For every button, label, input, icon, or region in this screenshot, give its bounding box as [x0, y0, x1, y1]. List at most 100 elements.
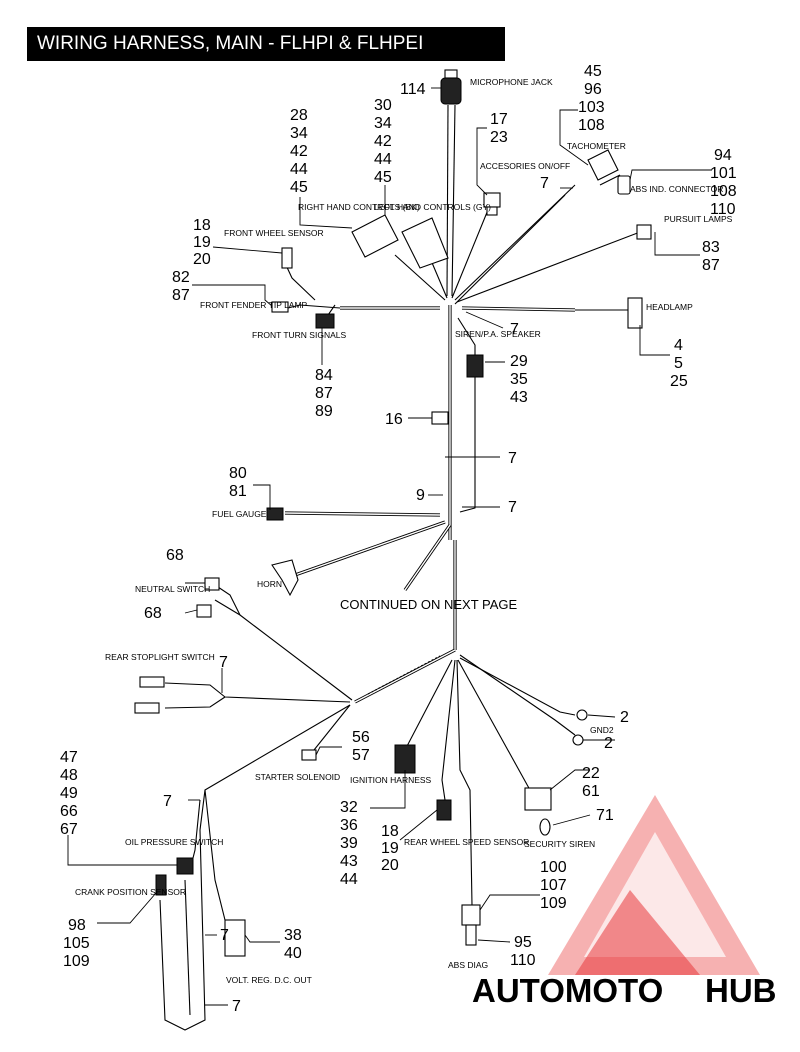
callout: 19 [193, 234, 211, 251]
callout: 108 [710, 183, 737, 200]
callout: 80 [229, 465, 247, 482]
callout: 18 [381, 823, 399, 840]
callout: 87 [315, 385, 333, 402]
callout: 32 [340, 799, 358, 816]
callout: 42 [374, 133, 392, 150]
pursuit-lamps-label: PURSUIT LAMPS [664, 214, 733, 224]
callout: 20 [193, 251, 211, 268]
diagram-title: WIRING HARNESS, MAIN - FLHPI & FLHPEI [27, 27, 505, 61]
callout: 43 [510, 389, 528, 406]
callout: 22 [582, 765, 600, 782]
callout: 66 [60, 803, 78, 820]
callout: 110 [510, 952, 536, 969]
tachometer-label: TACHOMETER [567, 141, 626, 151]
callout: 95 [514, 934, 532, 951]
upper-harness [279, 104, 641, 650]
callout: 96 [584, 81, 602, 98]
callout: 25 [670, 373, 688, 390]
callout: 45 [374, 169, 392, 186]
callout: 42 [290, 143, 308, 160]
callout: 45 [584, 63, 602, 80]
voltage-regulator-label: VOLT. REG. D.C. OUT [226, 975, 312, 985]
callout: 83 [702, 239, 720, 256]
ignition-harness-label: IGNITION HARNESS [350, 775, 432, 785]
callout: 67 [60, 821, 78, 838]
callout: 107 [540, 877, 567, 894]
callout: 68 [166, 547, 184, 564]
callout: 7 [220, 927, 229, 944]
front-wheel-sensor-label: FRONT WHEEL SENSOR [224, 228, 324, 238]
callout: 110 [710, 201, 736, 218]
callout: 101 [710, 165, 737, 182]
callout: 71 [596, 807, 614, 824]
callout: 28 [290, 107, 308, 124]
callout: 68 [144, 605, 162, 622]
callout: 20 [381, 857, 399, 874]
callout: 87 [172, 287, 190, 304]
callout: 84 [315, 367, 333, 384]
callout: 7 [510, 321, 519, 338]
callout: 109 [540, 895, 567, 912]
callout: 87 [702, 257, 720, 274]
callout: 5 [674, 355, 683, 372]
callout: 56 [352, 729, 370, 746]
neutral-switch-label: NEUTRAL SWITCH [135, 584, 210, 594]
callout: 7 [508, 499, 517, 516]
callout-numbers: 114 28 34 42 44 45 30 34 42 44 45 17 23 … [60, 63, 737, 1015]
callout: 38 [284, 927, 302, 944]
rear-stoplight-switch-label: REAR STOPLIGHT SWITCH [105, 652, 215, 662]
callout: 44 [340, 871, 358, 888]
logo-text-b: HUB [705, 972, 777, 1009]
callout: 105 [63, 935, 90, 952]
callout: 40 [284, 945, 302, 962]
abs-diag-label: ABS DIAG [448, 960, 488, 970]
logo-text-a: AUTOMOTO [472, 972, 663, 1009]
callout: 39 [340, 835, 358, 852]
callout: 48 [60, 767, 78, 784]
starter-solenoid-label: STARTER SOLENOID [255, 772, 340, 782]
callout: 2 [604, 735, 613, 752]
callout: 7 [508, 450, 517, 467]
front-turn-signals-label: FRONT TURN SIGNALS [252, 330, 346, 340]
callout: 19 [381, 840, 399, 857]
gnd2-label: GND2 [590, 725, 614, 735]
callout: 44 [290, 161, 308, 178]
microphone-jack-label: MICROPHONE JACK [470, 77, 553, 87]
right-hand-controls-label: RIGHT HAND CONTROLS (BK) [298, 202, 420, 212]
callout: 114 [400, 81, 426, 98]
callout: 45 [290, 179, 308, 196]
callout: 47 [60, 749, 78, 766]
callout: 100 [540, 859, 567, 876]
callout: 7 [540, 175, 549, 192]
crank-position-sensor-label: CRANK POSITION SENSOR [75, 887, 186, 897]
callout: 34 [374, 115, 392, 132]
callout: 7 [163, 793, 172, 810]
part-shapes [134, 69, 652, 957]
callout: 9 [416, 487, 425, 504]
lower-harness [159, 584, 576, 1031]
leader-lines [67, 87, 712, 1006]
component-labels: MICROPHONE JACK RIGHT HAND CONTROLS (BK)… [75, 77, 733, 985]
callout: 30 [374, 97, 392, 114]
accessories-label: ACCESORIES ON/OFF [480, 161, 570, 171]
fuel-gauge-label: FUEL GAUGE [212, 509, 267, 519]
headlamp-label: HEADLAMP [646, 302, 693, 312]
callout: 7 [219, 654, 228, 671]
callout: 29 [510, 353, 528, 370]
callout: 82 [172, 269, 190, 286]
callout: 7 [232, 998, 241, 1015]
callout: 61 [582, 783, 600, 800]
callout: 17 [490, 111, 508, 128]
callout: 57 [352, 747, 370, 764]
horn-label: HORN [257, 579, 282, 589]
callout: 35 [510, 371, 528, 388]
callout: 103 [578, 99, 605, 116]
front-fender-tip-lamp-label: FRONT FENDER TIP LAMP [200, 300, 308, 310]
callout: 109 [63, 953, 90, 970]
siren-speaker-label: SIREN/P.A. SPEAKER [455, 329, 541, 339]
callout: 4 [674, 337, 683, 354]
callout: 44 [374, 151, 392, 168]
security-siren-label: SECURITY SIREN [524, 839, 595, 849]
